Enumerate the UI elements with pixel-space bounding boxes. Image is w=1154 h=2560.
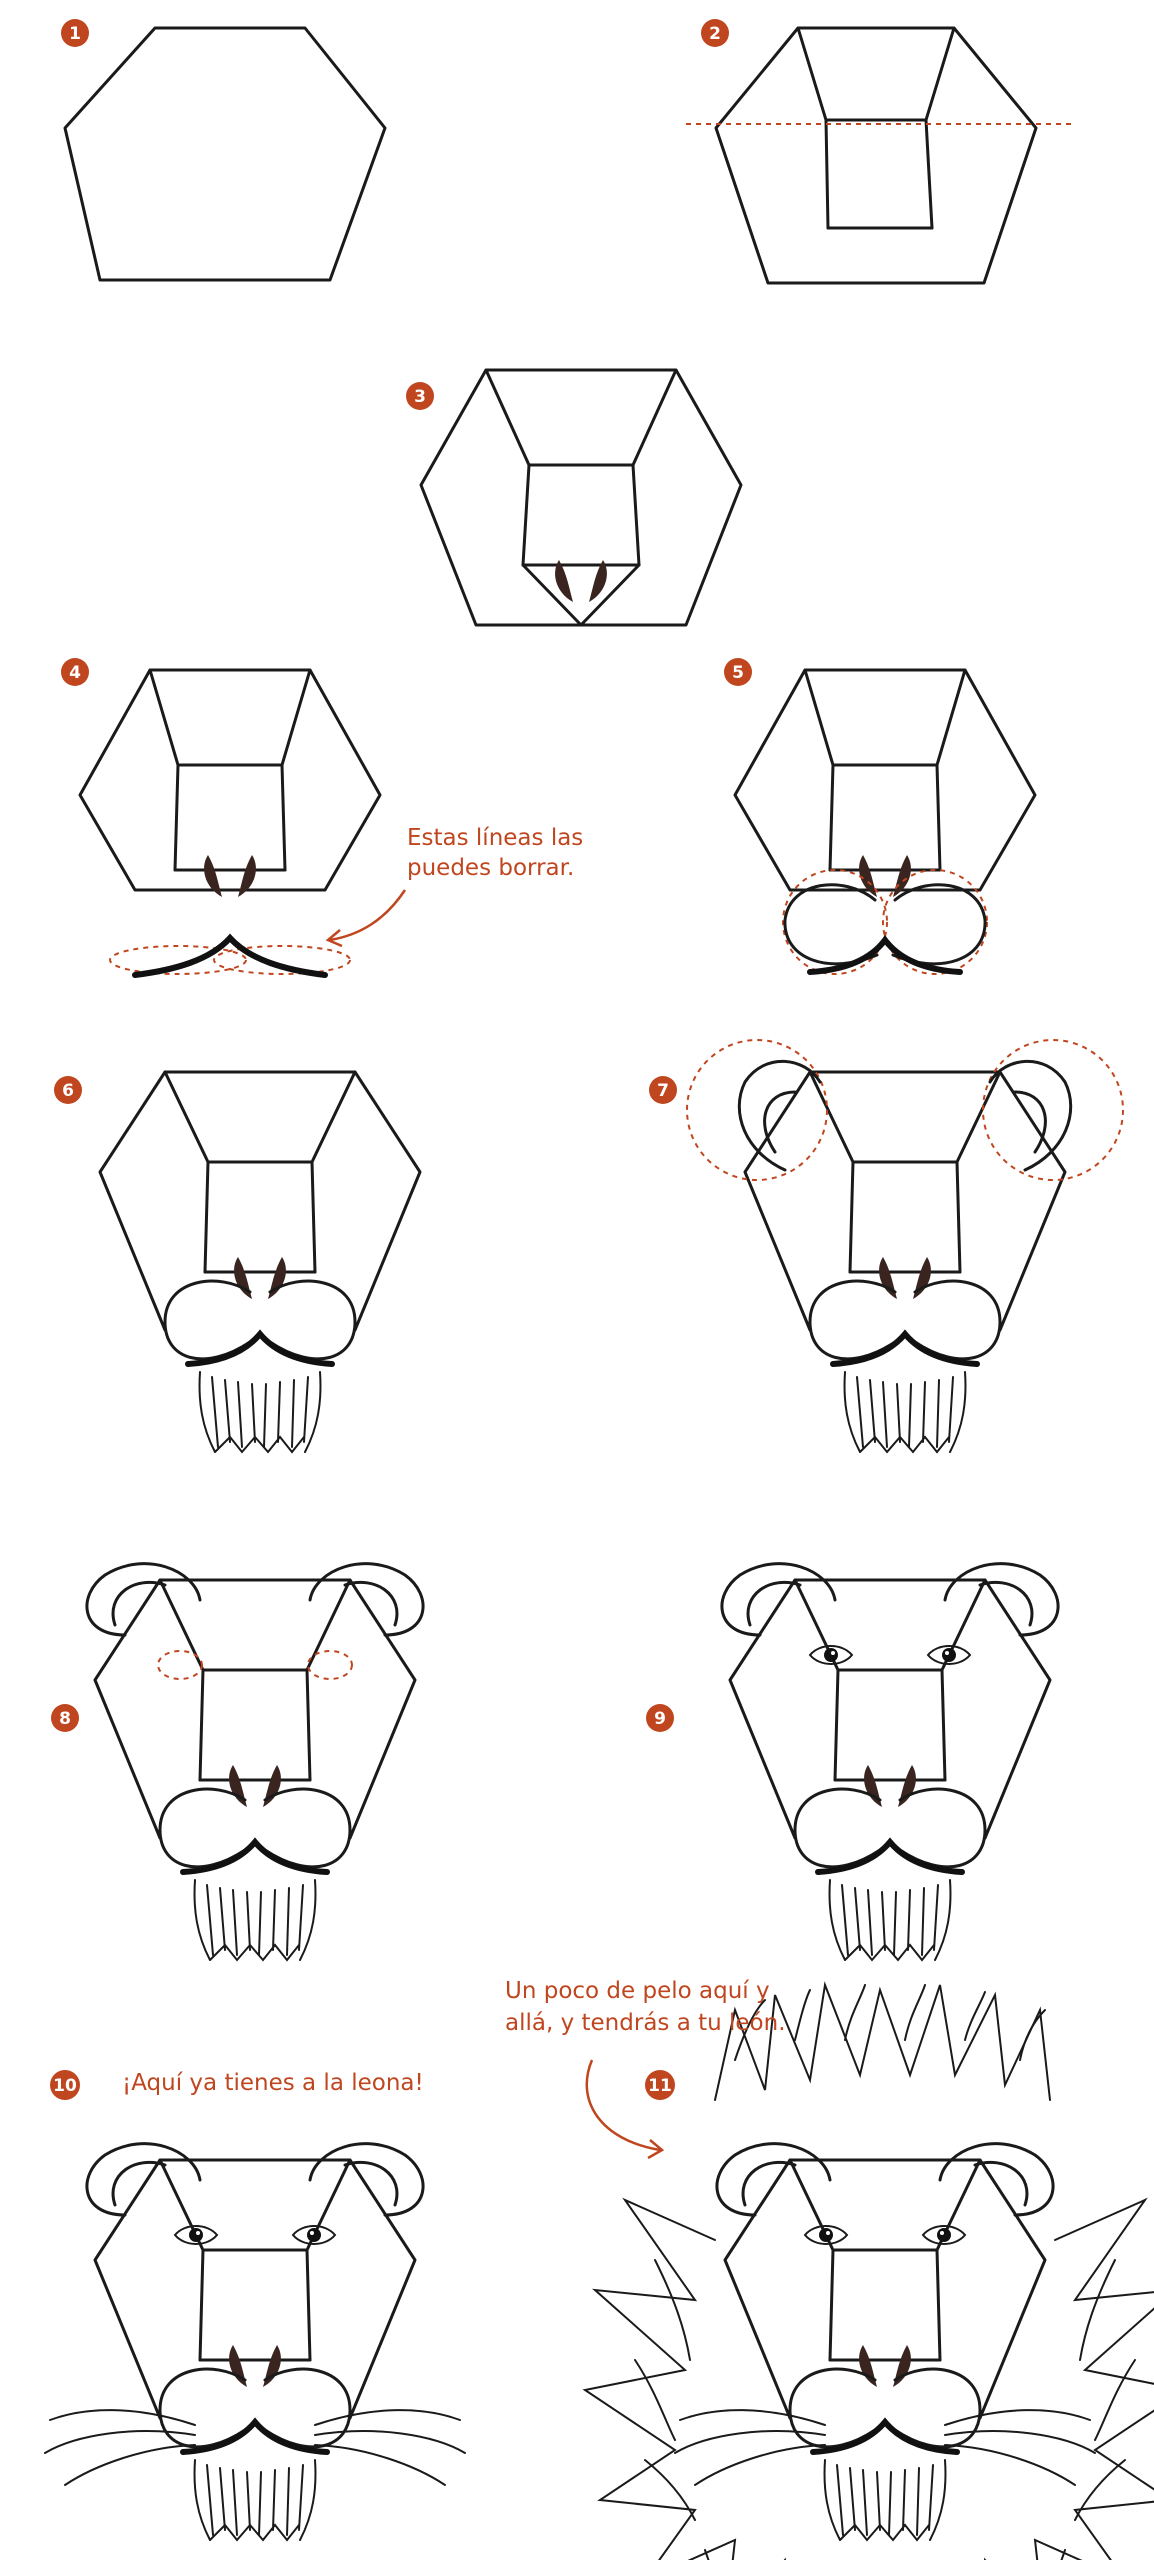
step-badge-5: 5 bbox=[724, 658, 752, 686]
step-badges: 1 2 3 4 5 6 7 8 9 10 11 bbox=[50, 19, 752, 2100]
step-badge-4: 4 bbox=[61, 658, 89, 686]
lion-note-arrow bbox=[585, 2059, 661, 2152]
step-badge-7: 7 bbox=[649, 1076, 677, 1104]
step-3 bbox=[419, 368, 743, 627]
step-badge-8: 8 bbox=[51, 1704, 79, 1732]
erase-note-line1: Estas líneas las bbox=[407, 825, 583, 851]
step-badge-1: 1 bbox=[61, 19, 89, 47]
step-6 bbox=[98, 1070, 422, 1453]
svg-text:3: 3 bbox=[414, 387, 426, 407]
step-1 bbox=[63, 26, 387, 282]
step-11 bbox=[582, 1981, 1154, 2560]
step-badge-2: 2 bbox=[701, 19, 729, 47]
step-10 bbox=[44, 2142, 466, 2541]
svg-text:6: 6 bbox=[62, 1081, 74, 1101]
step-9 bbox=[720, 1562, 1060, 1961]
svg-text:4: 4 bbox=[69, 663, 81, 683]
step-badge-10: 10 bbox=[50, 2070, 80, 2100]
svg-text:11: 11 bbox=[648, 2076, 672, 2096]
svg-text:1: 1 bbox=[69, 24, 81, 44]
svg-text:8: 8 bbox=[59, 1709, 71, 1729]
step-badge-11: 11 bbox=[645, 2070, 675, 2100]
step-4 bbox=[78, 668, 382, 978]
svg-text:7: 7 bbox=[657, 1081, 669, 1101]
step-8 bbox=[85, 1562, 425, 1961]
step-2 bbox=[686, 26, 1076, 285]
erase-note-line2: puedes borrar. bbox=[407, 855, 574, 881]
lion-note-line1: Un poco de pelo aquí y bbox=[505, 1978, 770, 2004]
step-badge-3: 3 bbox=[406, 382, 434, 410]
step-badge-9: 9 bbox=[646, 1704, 674, 1732]
mane bbox=[582, 1981, 1154, 2560]
erase-note-arrow bbox=[329, 889, 407, 942]
lion-note-line2: allá, y tendrás a tu león. bbox=[505, 2010, 786, 2036]
svg-text:5: 5 bbox=[732, 663, 744, 683]
svg-text:10: 10 bbox=[53, 2076, 77, 2096]
svg-text:2: 2 bbox=[709, 24, 721, 44]
erase-note: Estas líneas las puedes borrar. bbox=[325, 825, 583, 948]
svg-text:9: 9 bbox=[654, 1709, 666, 1729]
lion-note: Un poco de pelo aquí y allá, y tendrás a… bbox=[505, 1978, 786, 2160]
step-7 bbox=[686, 1039, 1124, 1453]
lioness-note: ¡Aquí ya tienes a la leona! bbox=[122, 2070, 424, 2096]
step-badge-6: 6 bbox=[54, 1076, 82, 1104]
step-5 bbox=[733, 668, 1037, 975]
